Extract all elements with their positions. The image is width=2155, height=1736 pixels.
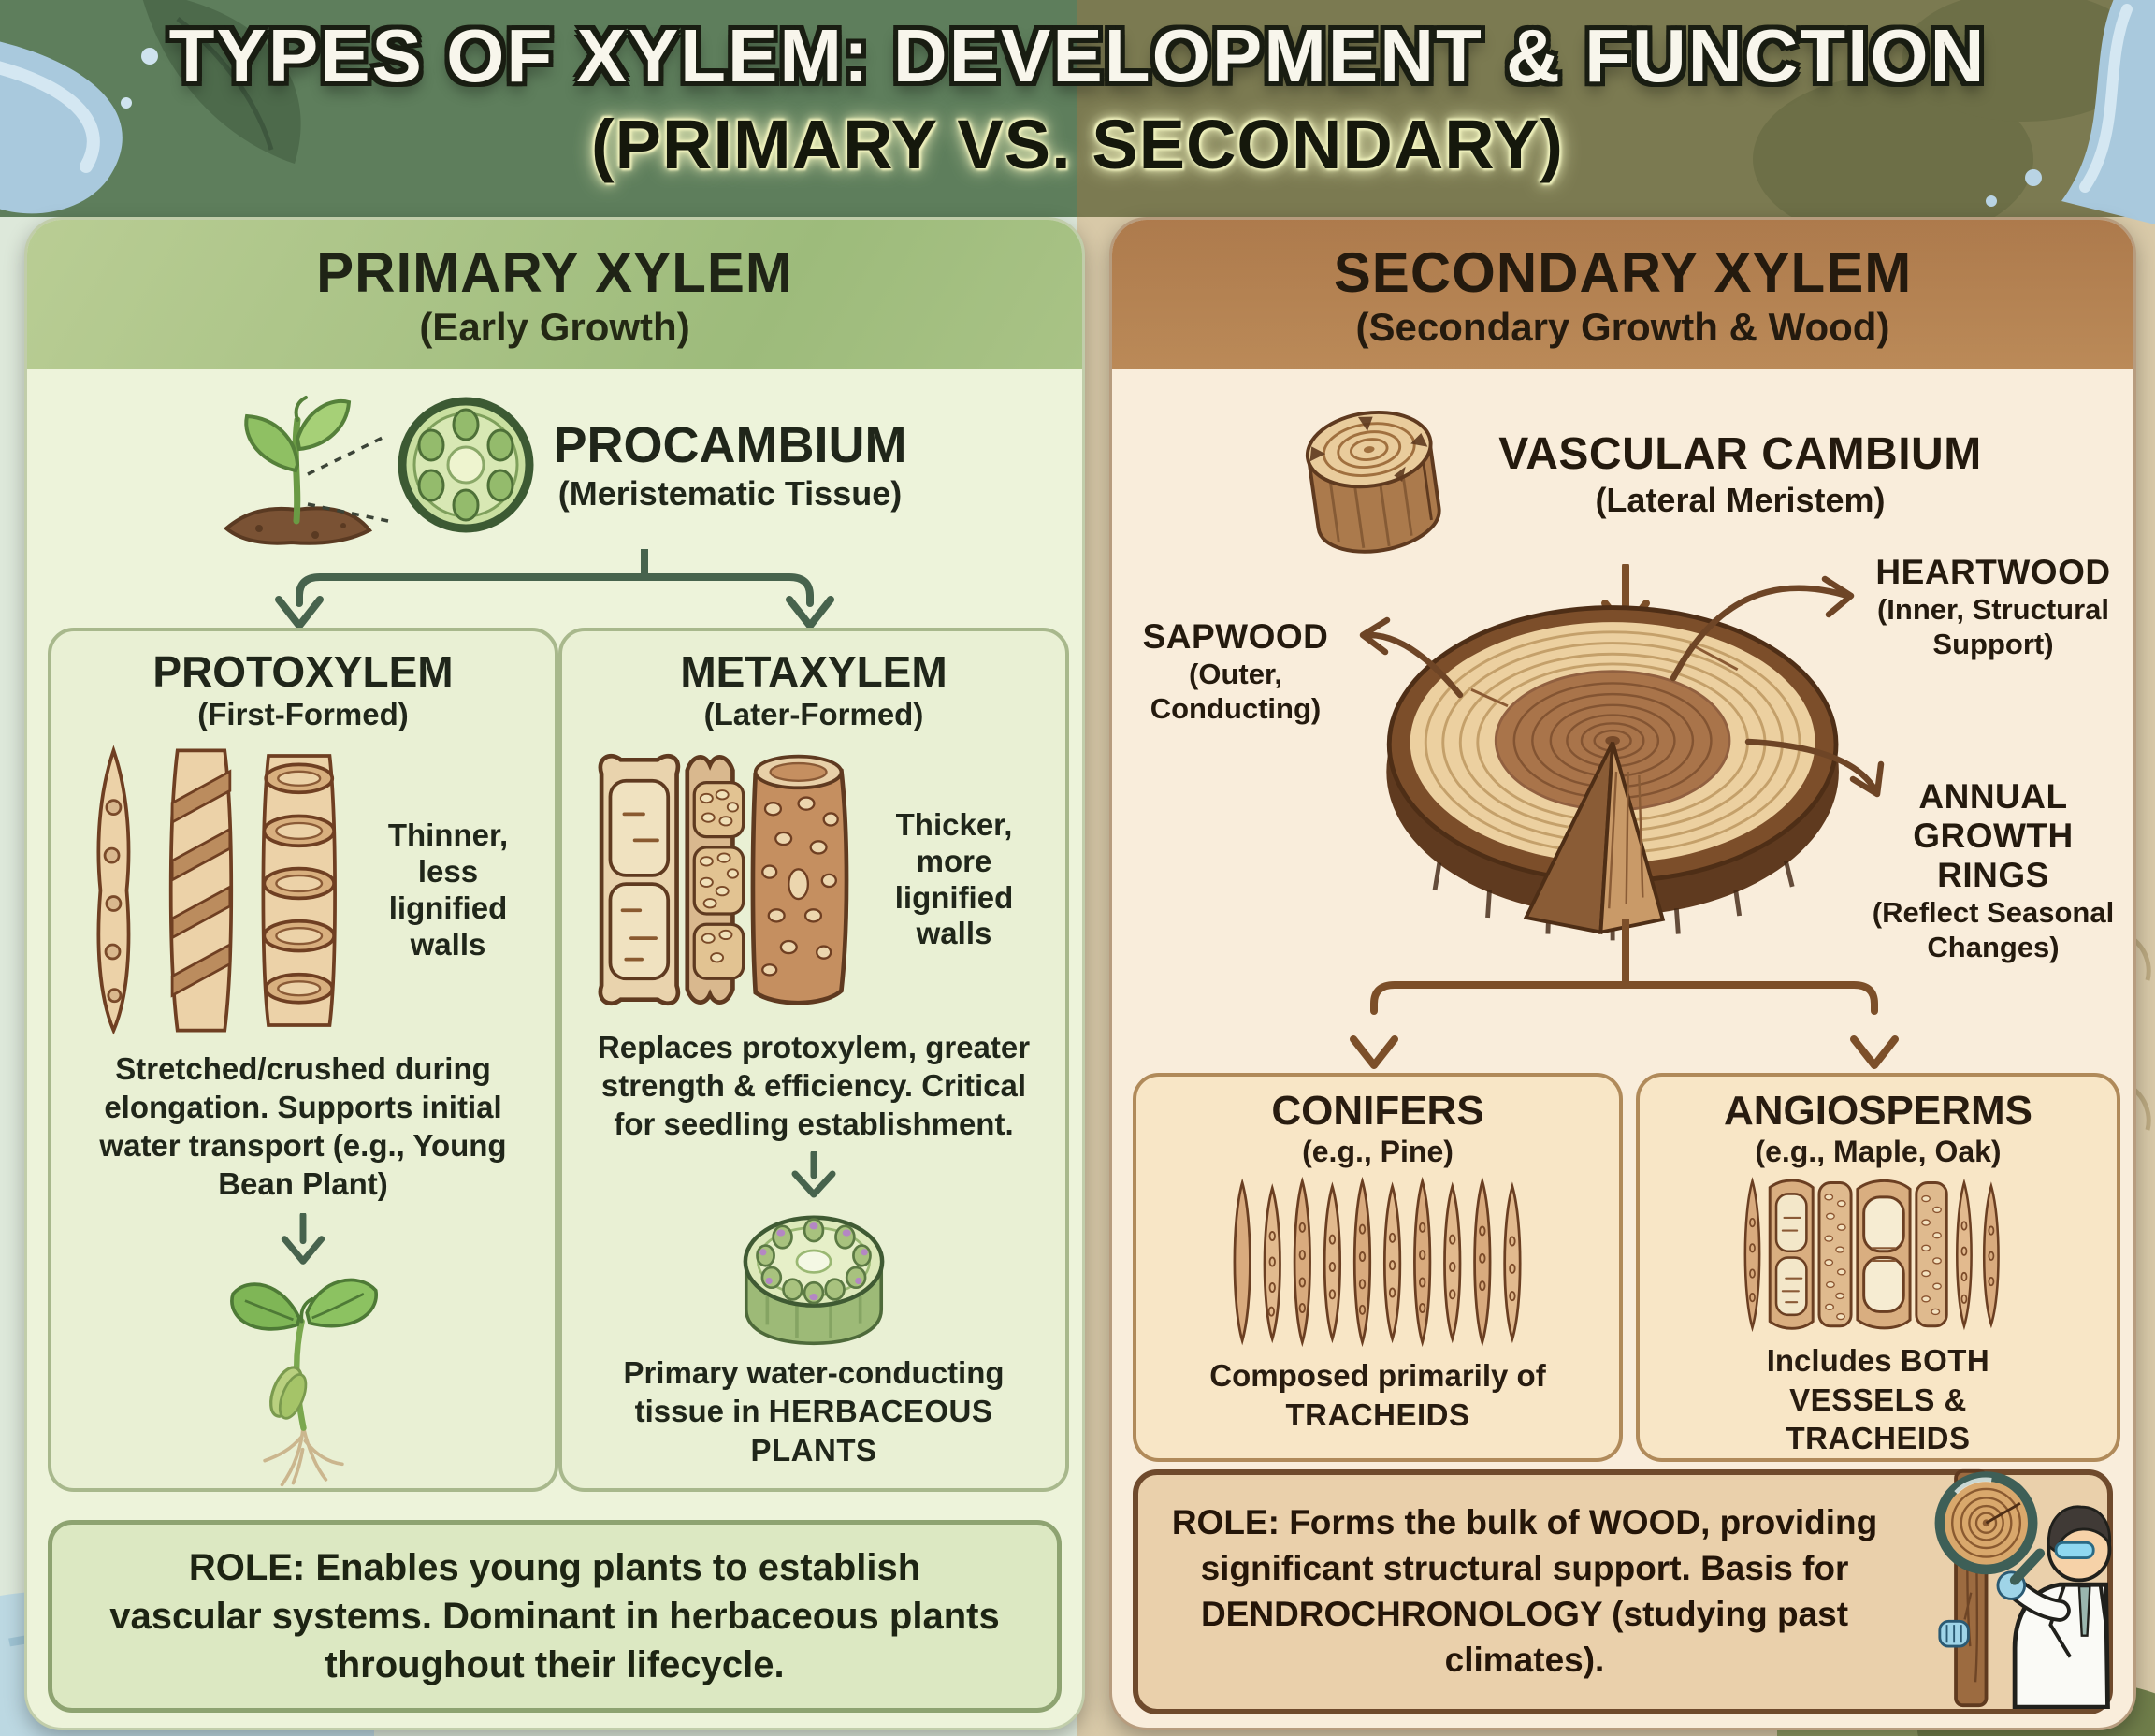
metaxylem-vessels-illustration: [598, 754, 849, 1005]
sapwood-subtitle: (Outer, Conducting): [1150, 658, 1322, 726]
procambium-subtitle: (Meristematic Tissue): [557, 474, 903, 513]
angiosperms-subtitle: (e.g., Maple, Oak): [1755, 1135, 2002, 1168]
metaxylem-feature: Thicker, more lignified walls: [894, 806, 1014, 951]
sapwood-label: SAPWOOD (Outer, Conducting): [1118, 617, 1353, 726]
primary-panel-title: PRIMARY XYLEM: [316, 241, 793, 304]
angiosperms-title: ANGIOSPERMS: [1723, 1088, 2033, 1134]
herbaceous-stem-illustration: [743, 1215, 885, 1345]
angiosperms-caption-bold: BOTH VESSELS & TRACHEIDS: [1786, 1343, 1990, 1456]
conifers-box: CONIFERS (e.g., Pine): [1133, 1073, 1623, 1462]
foliage-stream-decoration-icon: [1753, 0, 2155, 224]
secondary-panel-subtitle: (Secondary Growth & Wood): [1355, 305, 1890, 349]
conifers-caption-bold: TRACHEIDS: [1285, 1396, 1470, 1432]
conifers-caption: Composed primarily of TRACHEIDS: [1181, 1356, 1574, 1434]
seedling-illustration: [223, 396, 389, 545]
leaf-water-decoration-icon: [0, 0, 301, 214]
procambium-cross-section-illustration: [398, 397, 533, 533]
secondary-panel-title: SECONDARY XYLEM: [1333, 241, 1913, 304]
dendrochronologist-illustration: [1934, 1468, 2112, 1709]
heartwood-title: HEARTWOOD: [1875, 553, 2111, 591]
conifers-title: CONIFERS: [1271, 1088, 1484, 1134]
vascular-cambium-title: VASCULAR CAMBIUM: [1498, 429, 1982, 480]
metaxylem-box: METAXYLEM (Later-Formed): [558, 628, 1069, 1492]
metaxylem-description: Replaces protoxylem, greater strength & …: [597, 1030, 1031, 1141]
metaxylem-title: METAXYLEM: [680, 647, 947, 696]
metaxylem-caption-text: Primary water-conducting tissue in: [623, 1354, 1005, 1429]
primary-role-box: ROLE: Enables young plants to establish …: [48, 1520, 1062, 1713]
primary-xylem-panel: PRIMARY XYLEM (Early Growth): [24, 217, 1085, 1730]
annual-growth-rings-subtitle: (Reflect Seasonal Changes): [1872, 896, 2115, 964]
heartwood-label: HEARTWOOD (Inner, Structural Support): [1859, 553, 2128, 661]
page-subtitle: (PRIMARY VS. SECONDARY): [591, 106, 1564, 183]
annual-growth-rings-label: ANNUAL GROWTH RINGS (Reflect Seasonal Ch…: [1859, 777, 2128, 964]
sapwood-title: SAPWOOD: [1142, 617, 1329, 656]
primary-panel-header: PRIMARY XYLEM (Early Growth): [27, 220, 1082, 369]
down-arrow-icon: [791, 1150, 836, 1198]
secondary-role-box: ROLE: Forms the bulk of WOOD, providing …: [1133, 1468, 2113, 1714]
protoxylem-vessels-illustration: [96, 745, 337, 1035]
metaxylem-caption: Primary water-conducting tissue in HERBA…: [589, 1353, 1038, 1470]
metaxylem-caption-bold: HERBACEOUS PLANTS: [750, 1394, 993, 1468]
vessels-and-tracheids-illustration: [1743, 1177, 2000, 1333]
protoxylem-box: PROTOXYLEM (First-Formed): [48, 628, 558, 1492]
protoxylem-feature: Thinner, less lignified walls: [387, 817, 509, 962]
tracheids-illustration: [1233, 1176, 1522, 1348]
primary-role-text: ROLE: Enables young plants to establish …: [109, 1547, 1000, 1685]
protoxylem-title: PROTOXYLEM: [152, 647, 454, 696]
trunk-cross-section-illustration: [1386, 605, 1839, 941]
protoxylem-description: Stretched/crushed during elongation. Sup…: [99, 1051, 507, 1201]
conifers-caption-text: Composed primarily of: [1209, 1358, 1546, 1393]
down-arrow-icon: [281, 1212, 325, 1265]
protoxylem-subtitle: (First-Formed): [197, 697, 409, 731]
branch-connector-arrows-icon: [1350, 919, 1899, 1069]
secondary-panel-header: SECONDARY XYLEM (Secondary Growth & Wood…: [1112, 220, 2133, 369]
page-title: TYPES OF XYLEM: DEVELOPMENT & FUNCTION: [168, 14, 1987, 97]
annual-growth-rings-title: ANNUAL GROWTH RINGS: [1913, 777, 2074, 894]
cut-log-illustration: [1306, 410, 1441, 554]
metaxylem-subtitle: (Later-Formed): [703, 697, 924, 731]
procambium-section: PROCAMBIUM (Meristematic Tissue): [27, 381, 1082, 549]
angiosperms-box: ANGIOSPERMS (e.g., Maple, Oak): [1636, 1073, 2120, 1462]
heartwood-subtitle: (Inner, Structural Support): [1876, 593, 2110, 661]
angiosperms-caption: Includes BOTH VESSELS & TRACHEIDS: [1700, 1341, 2056, 1458]
bean-seedling-illustration: [229, 1278, 378, 1487]
angiosperms-caption-text: Includes: [1766, 1343, 1892, 1379]
secondary-role-text: ROLE: Forms the bulk of WOOD, providing …: [1171, 1503, 1878, 1679]
conifers-subtitle: (e.g., Pine): [1302, 1135, 1454, 1168]
vascular-cambium-subtitle: (Lateral Meristem): [1595, 481, 1886, 520]
branch-connector-arrows-icon: [275, 549, 834, 629]
secondary-xylem-panel: SECONDARY XYLEM (Secondary Growth & Wood…: [1109, 217, 2136, 1730]
procambium-title: PROCAMBIUM: [553, 417, 907, 473]
primary-panel-subtitle: (Early Growth): [419, 305, 690, 349]
vascular-cambium-section: VASCULAR CAMBIUM (Lateral Meristem): [1112, 383, 2133, 566]
